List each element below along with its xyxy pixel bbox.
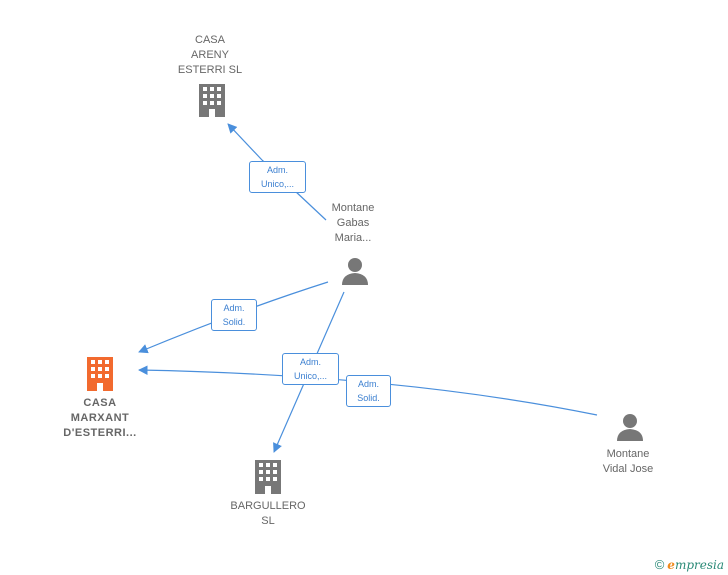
- edge-label-adm-solid-gabas[interactable]: Adm. Solid.: [211, 299, 257, 331]
- building-icon-bargullero[interactable]: [255, 460, 281, 494]
- edge-gabas-to-areny[interactable]: [227, 123, 263, 161]
- person-icon-montane-gabas[interactable]: [342, 258, 368, 285]
- brand-logo: empresia: [667, 558, 724, 572]
- node-label-montane-vidal[interactable]: Montane Vidal Jose: [602, 448, 654, 475]
- brand-footer[interactable]: ©empresia: [655, 557, 724, 572]
- node-label-montane-gabas[interactable]: Montane Gabas Maria...: [331, 202, 375, 244]
- edge-label-adm-unico-areny[interactable]: Adm. Unico,...: [249, 161, 306, 193]
- copyright-icon: ©: [654, 557, 665, 572]
- node-label-bargullero[interactable]: BARGULLERO SL: [230, 500, 306, 527]
- building-icon-casa-areny[interactable]: [199, 84, 225, 117]
- node-label-casa-marxant[interactable]: CASA MARXANT D'ESTERRI...: [63, 397, 137, 439]
- person-icon-montane-vidal[interactable]: [617, 414, 643, 441]
- edge-label-adm-solid-vidal[interactable]: Adm. Solid.: [346, 375, 391, 407]
- building-icon-casa-marxant[interactable]: [87, 357, 113, 391]
- edge-label-adm-unico-bargullero[interactable]: Adm. Unico,...: [282, 353, 339, 385]
- node-label-casa-areny[interactable]: CASA ARENY ESTERRI SL: [177, 34, 243, 76]
